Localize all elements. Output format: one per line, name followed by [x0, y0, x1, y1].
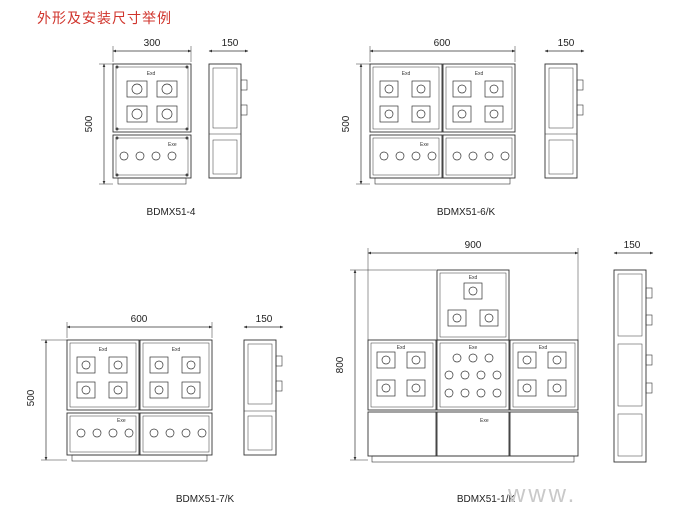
- height-dimension: 800: [335, 269, 436, 461]
- exd-mark: Exd: [539, 345, 548, 351]
- front-view: [369, 63, 516, 185]
- exd-mark: Exd: [172, 347, 181, 353]
- figure-bdmx51-4: 300 500: [84, 38, 249, 218]
- side-view: [208, 49, 249, 179]
- front-view: [66, 339, 213, 462]
- width-dimension: 900: [367, 240, 579, 340]
- height-label: 500: [26, 389, 37, 406]
- lamp-row: [76, 428, 207, 438]
- side-view: [544, 49, 585, 179]
- depth-label: 150: [256, 314, 273, 325]
- height-label: 500: [341, 115, 352, 132]
- lamp-grid: [444, 353, 502, 398]
- bolt-row: [115, 65, 189, 177]
- model-label: BDMX51-6/K: [437, 207, 496, 218]
- lamp-row: [379, 151, 510, 161]
- width-label: 900: [465, 240, 482, 251]
- height-label: 500: [84, 115, 95, 132]
- exe-mark: Exe: [168, 142, 177, 148]
- exd-mark: Exd: [99, 347, 108, 353]
- depth-label: 150: [624, 240, 641, 251]
- width-dimension: 300: [112, 38, 192, 62]
- exd-mark: Exd: [469, 275, 478, 281]
- figure-bdmx51-1k: 900 800: [335, 240, 654, 505]
- exe-mark: Exe: [420, 142, 429, 148]
- side-view: [243, 325, 284, 456]
- lamp-row: [119, 151, 177, 161]
- height-dimension: 500: [84, 63, 113, 185]
- switch-group: [379, 80, 504, 123]
- switch-group: [126, 80, 178, 123]
- width-label: 600: [434, 38, 451, 49]
- switch-group: [376, 282, 567, 397]
- model-label: BDMX51-4: [147, 207, 196, 218]
- depth-label: 150: [222, 38, 239, 49]
- width-label: 300: [144, 38, 161, 49]
- width-label: 600: [131, 314, 148, 325]
- side-view: [613, 251, 654, 463]
- width-dimension: 600: [369, 38, 516, 62]
- exd-mark: Exd: [147, 71, 156, 77]
- width-dimension: 600: [66, 314, 213, 338]
- exd-mark: Exd: [402, 71, 411, 77]
- depth-label: 150: [558, 38, 575, 49]
- front-view: [112, 63, 192, 185]
- figure-bdmx51-7k: 600 500: [26, 314, 284, 505]
- height-label: 800: [335, 356, 346, 373]
- model-label: BDMX51-1/K: [457, 494, 516, 505]
- switch-group: [76, 356, 201, 399]
- exe-mark: Exe: [469, 345, 478, 351]
- exe-mark: Exe: [117, 418, 126, 424]
- exd-mark: Exd: [475, 71, 484, 77]
- figure-bdmx51-6k: 600 500: [341, 38, 585, 218]
- exe-mark: Exe: [480, 418, 489, 424]
- front-view: [367, 269, 579, 463]
- height-dimension: 500: [341, 63, 370, 185]
- watermark: www.: [507, 481, 577, 508]
- model-label: BDMX51-7/K: [176, 494, 235, 505]
- height-dimension: 500: [26, 339, 67, 461]
- exd-mark: Exd: [397, 345, 406, 351]
- page-title: 外形及安装尺寸举例: [37, 11, 172, 27]
